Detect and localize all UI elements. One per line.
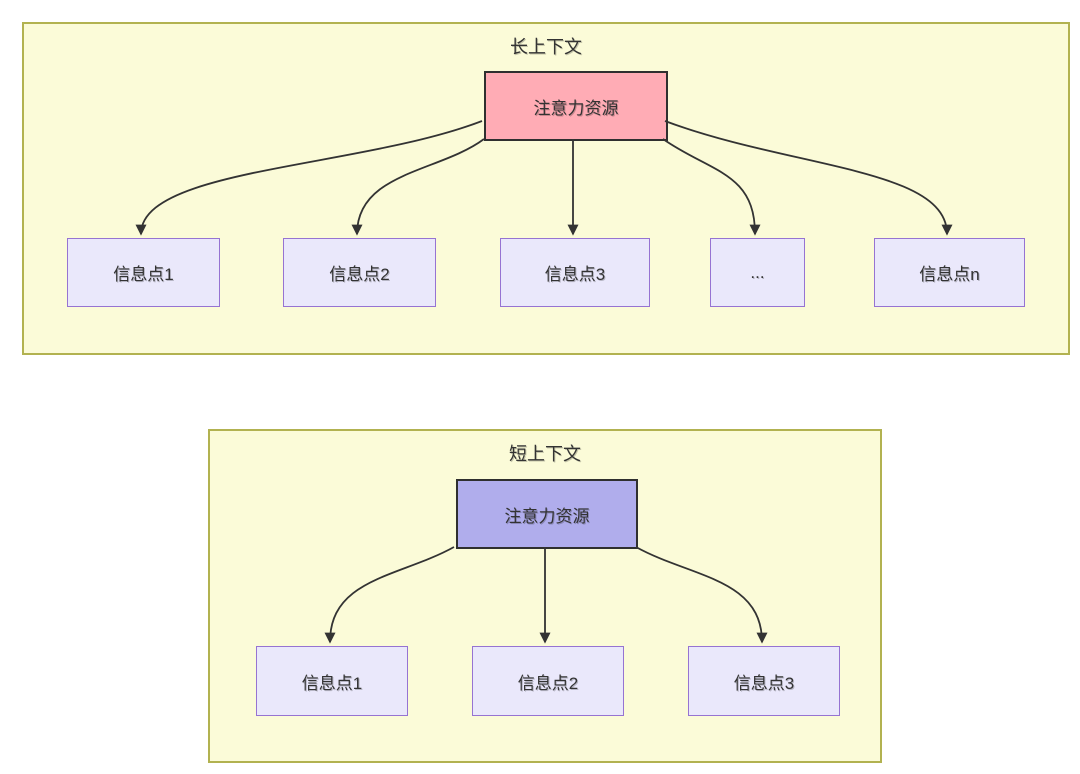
short-info-point-3-node: 信息点3 [688, 646, 840, 716]
long-info-point-1-node: 信息点1 [67, 238, 220, 307]
long-attention-source-node: 注意力资源 [484, 71, 668, 141]
long-info-point-n-node: 信息点n [874, 238, 1025, 307]
long-info-point-2-node: 信息点2 [283, 238, 436, 307]
long-info-point-3-node: 信息点3 [500, 238, 650, 307]
short-info-point-2-node: 信息点2 [472, 646, 624, 716]
long-context-group: 长上下文 注意力资源 信息点1 信息点2 信息点3 ... 信息点n [22, 22, 1070, 355]
short-attention-source-node: 注意力资源 [456, 479, 638, 549]
long-info-point-ellipsis-node: ... [710, 238, 805, 307]
long-context-title: 长上下文 [510, 37, 582, 57]
short-info-point-1-node: 信息点1 [256, 646, 408, 716]
short-context-title: 短上下文 [509, 444, 581, 464]
short-context-group: 短上下文 注意力资源 信息点1 信息点2 信息点3 [208, 429, 882, 763]
